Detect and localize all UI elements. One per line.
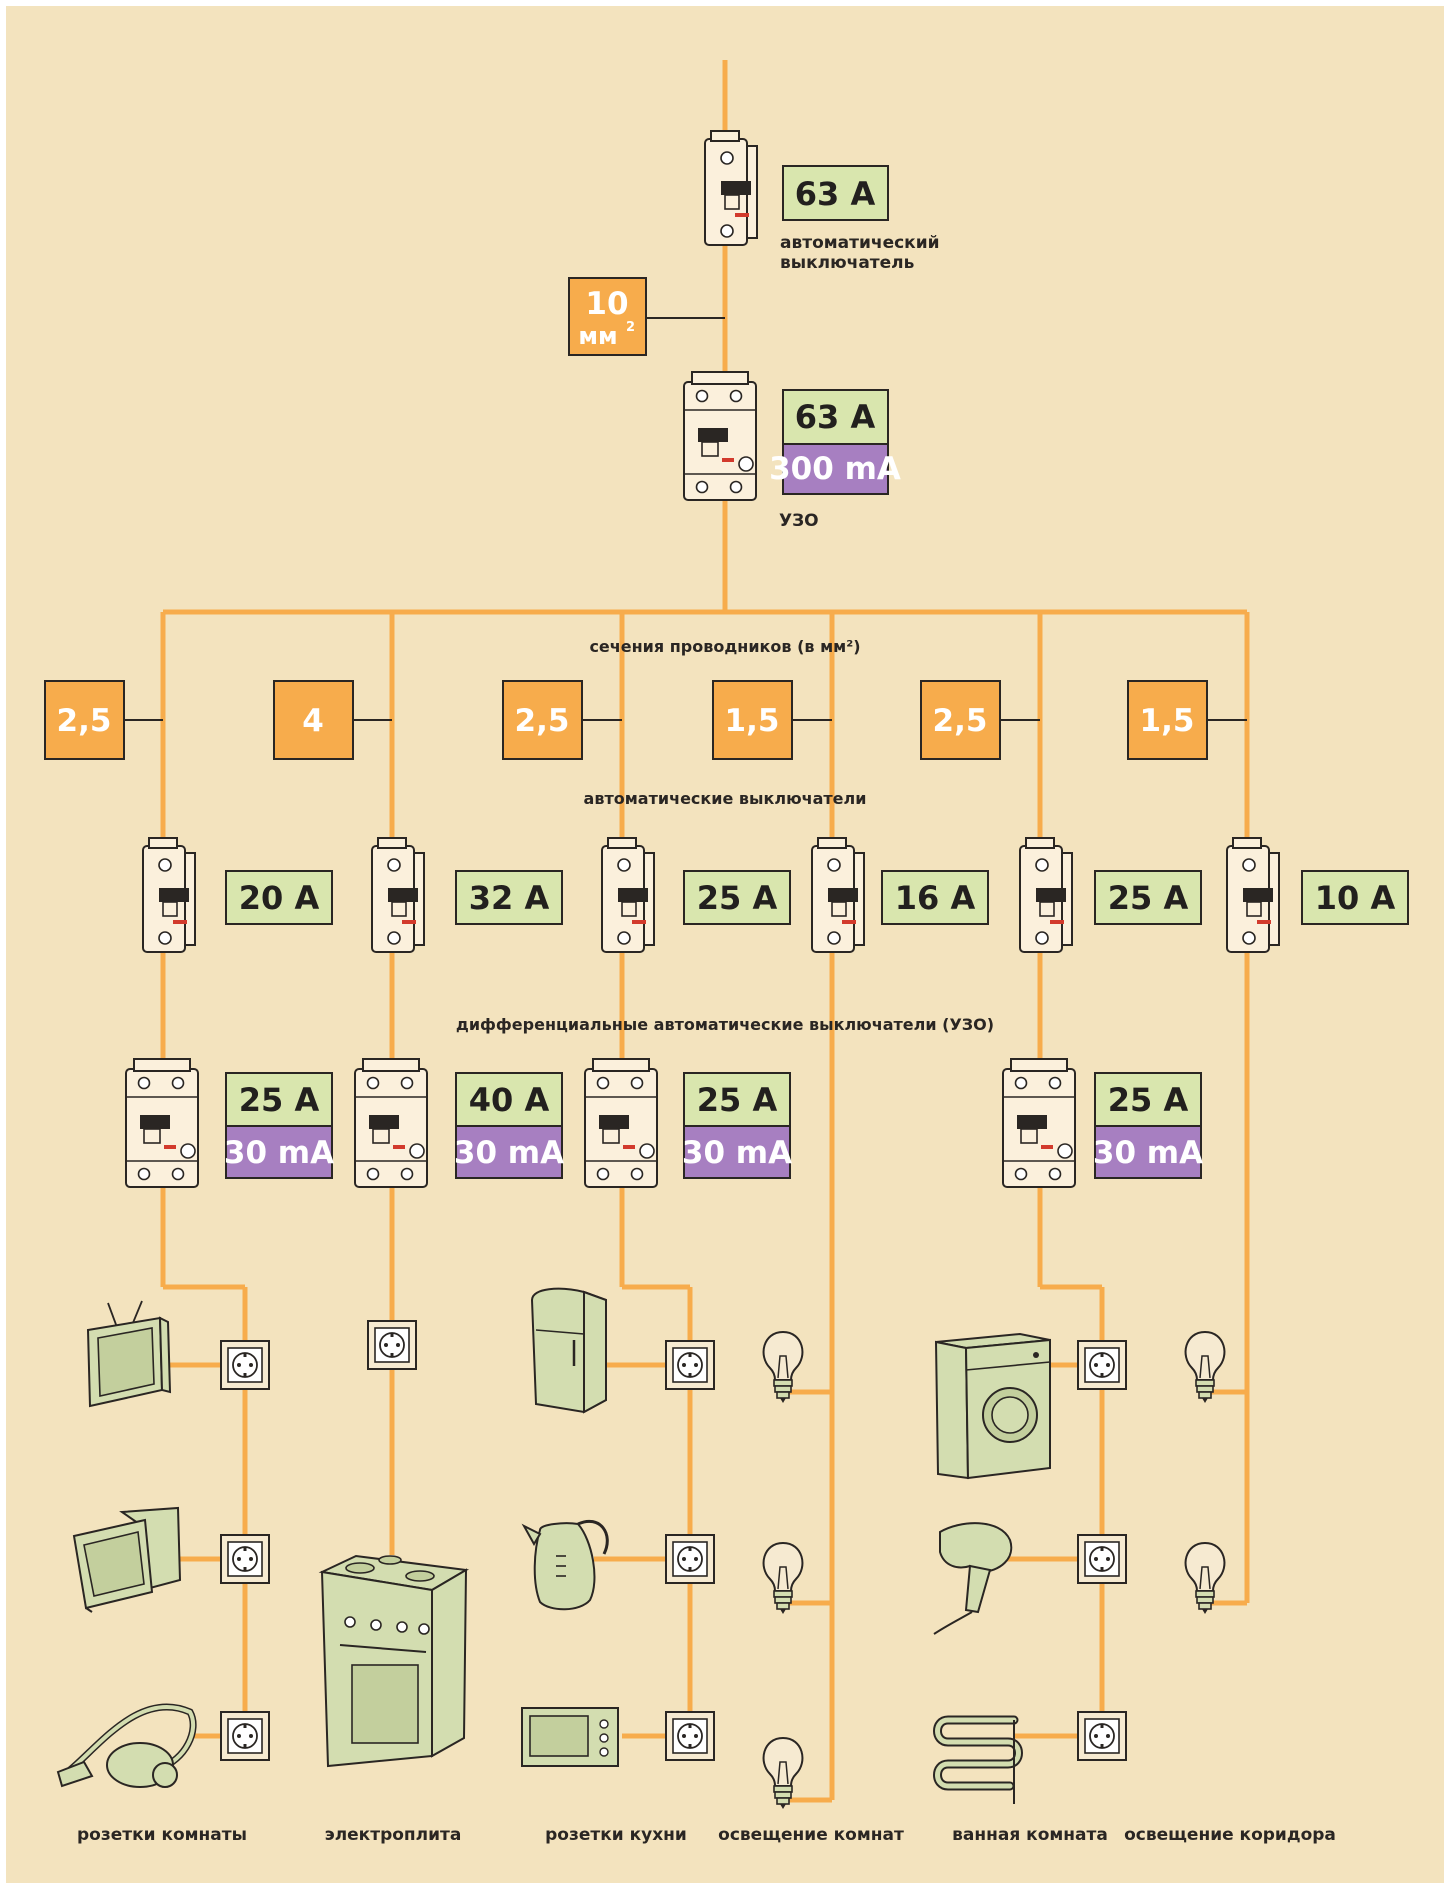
socket-icon — [665, 1340, 715, 1390]
heading-rcbos: дифференциальные автоматические выключат… — [456, 1015, 994, 1034]
breaker-rating-box-6: 10 A — [1301, 870, 1409, 925]
rcbo-rating-3: 25 A — [697, 1081, 778, 1119]
circuit-label-5: ванная комната — [952, 1825, 1108, 1845]
breaker-rating-6: 10 A — [1315, 879, 1396, 917]
rcbo-2 — [354, 1058, 428, 1188]
rcbo-rating-2: 40 A — [469, 1081, 550, 1119]
section-box-1: 2,5 — [44, 680, 163, 760]
main-rcd-rating-box: 63 A — [782, 389, 889, 445]
breaker-rating-box-3: 25 A — [683, 870, 791, 925]
rcbo-rating-box-2: 40 A 30 mA — [454, 1072, 564, 1179]
electric-stove-icon — [318, 1554, 470, 1768]
section-box-3: 2,5 — [502, 680, 622, 760]
circuit-label-4: освещение комнат — [718, 1825, 904, 1845]
section-value-5: 2,5 — [933, 703, 988, 739]
circuit-breaker-1 — [142, 837, 196, 953]
main-rcd-leakage: 300 mA — [769, 451, 901, 487]
main-breaker-rating: 63 A — [795, 175, 876, 213]
main-rcd — [683, 371, 757, 501]
rcbo-3 — [584, 1058, 658, 1188]
rcbo-rating-box-3: 25 A 30 mA — [682, 1072, 792, 1179]
main-cable-section-unit: мм — [578, 322, 617, 350]
section-value-2: 4 — [302, 703, 324, 739]
section-value-3: 2,5 — [515, 703, 570, 739]
monitor-icon — [72, 1506, 182, 1613]
socket-icon — [220, 1340, 270, 1390]
main-cable-section-box: 10 мм 2 — [568, 277, 647, 356]
socket-icon — [665, 1534, 715, 1584]
section-box-2: 4 — [273, 680, 392, 760]
rcbo-leakage-2: 30 mA — [454, 1135, 564, 1171]
section-value-6: 1,5 — [1140, 703, 1195, 739]
breaker-rating-box-4: 16 A — [881, 870, 989, 925]
heading-conductor-sections: сечения проводников (в мм²) — [589, 637, 860, 656]
washing-machine-icon — [934, 1332, 1051, 1480]
main-circuit-breaker — [704, 130, 758, 246]
socket-icon — [367, 1320, 417, 1370]
circuit-breaker-5 — [1019, 837, 1073, 953]
circuit-label-6: освещение коридора — [1124, 1825, 1336, 1845]
rcbo-rating-box-1: 25 A 30 mA — [224, 1072, 334, 1179]
kettle-icon — [521, 1519, 609, 1611]
main-cable-section-value: 10 — [585, 286, 628, 322]
section-box-6: 1,5 — [1127, 680, 1247, 760]
socket-icon — [220, 1711, 270, 1761]
circuit-breaker-6 — [1226, 837, 1280, 953]
main-breaker-label-line2: выключатель — [780, 253, 914, 273]
socket-icon — [1077, 1711, 1127, 1761]
breaker-rating-box-5: 25 A — [1094, 870, 1202, 925]
socket-icon — [1077, 1340, 1127, 1390]
rcbo-5 — [1002, 1058, 1076, 1188]
breaker-rating-box-2: 32 A — [455, 870, 563, 925]
main-rcd-leakage-box: 300 mA — [769, 443, 901, 495]
section-value-4: 1,5 — [725, 703, 780, 739]
breaker-rating-3: 25 A — [697, 879, 778, 917]
main-breaker-label-line1: автоматический — [780, 233, 940, 253]
rcbo-leakage-5: 30 mA — [1093, 1135, 1203, 1171]
circuit-label-3: розетки кухни — [545, 1825, 687, 1845]
heading-circuit-breakers: автоматические выключатели — [584, 789, 867, 808]
socket-icon — [665, 1711, 715, 1761]
vacuum-cleaner-icon — [56, 1703, 197, 1788]
breaker-rating-2: 32 A — [469, 879, 550, 917]
socket-icon — [220, 1534, 270, 1584]
rcbo-leakage-3: 30 mA — [682, 1135, 792, 1171]
circuit-breaker-4 — [811, 837, 865, 953]
section-value-1: 2,5 — [57, 703, 112, 739]
refrigerator-icon — [530, 1287, 607, 1414]
main-rcd-rating: 63 A — [795, 398, 876, 436]
breaker-rating-4: 16 A — [895, 879, 976, 917]
rcbo-1 — [125, 1058, 199, 1188]
breaker-rating-box-1: 20 A — [225, 870, 333, 925]
section-box-5: 2,5 — [920, 680, 1040, 760]
circuit-breaker-2 — [371, 837, 425, 953]
hair-dryer-icon — [933, 1522, 1013, 1635]
breaker-rating-1: 20 A — [239, 879, 320, 917]
tv-icon — [86, 1300, 172, 1408]
rcbo-leakage-1: 30 mA — [224, 1135, 334, 1171]
main-breaker-rating-box: 63 A — [782, 165, 889, 221]
circuit-label-1: розетки комнаты — [77, 1825, 247, 1845]
socket-icon — [1077, 1534, 1127, 1584]
towel-warmer-icon — [933, 1715, 1023, 1804]
breaker-rating-5: 25 A — [1108, 879, 1189, 917]
main-rcd-label: УЗО — [779, 511, 819, 531]
main-cable-section-superscript: 2 — [626, 320, 635, 335]
microwave-icon — [521, 1707, 619, 1767]
rcbo-rating-box-5: 25 A 30 mA — [1093, 1072, 1203, 1179]
circuit-breaker-3 — [601, 837, 655, 953]
section-box-4: 1,5 — [712, 680, 832, 760]
rcbo-rating-1: 25 A — [239, 1081, 320, 1119]
circuit-label-2: электроплита — [325, 1825, 462, 1845]
rcbo-rating-5: 25 A — [1108, 1081, 1189, 1119]
